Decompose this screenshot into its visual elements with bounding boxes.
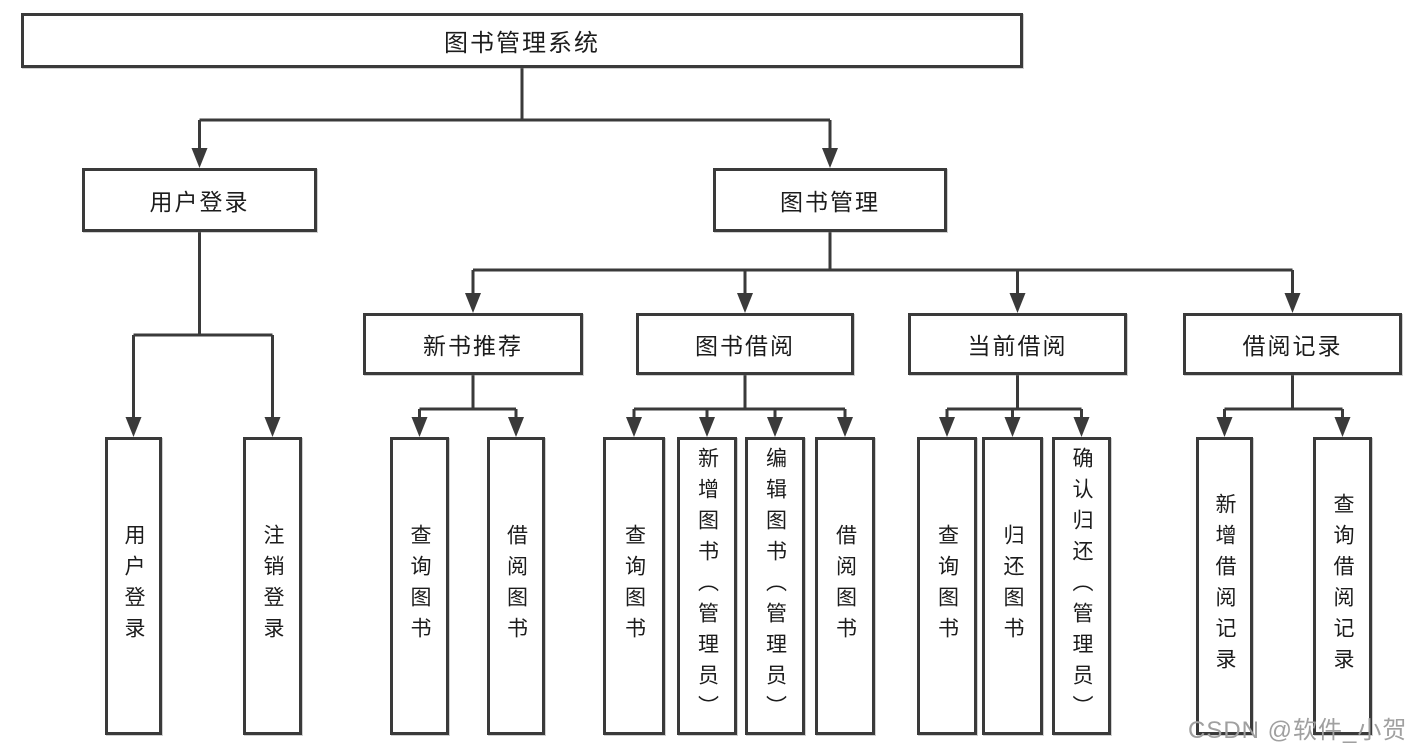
node-label: 确认归还（管理员）	[1070, 446, 1093, 726]
leaf-query-books-current: 查询图书	[917, 437, 977, 735]
node-label: 借阅图书	[504, 524, 528, 648]
node-label: 查询图书	[935, 524, 959, 648]
node-label: 归还图书	[1001, 524, 1024, 648]
node-label: 新增图书（管理员）	[695, 446, 719, 726]
leaf-query-borrow-record: 查询借阅记录	[1313, 437, 1372, 735]
node-label: 查询图书	[408, 524, 431, 648]
node-book-management: 图书管理	[713, 168, 947, 232]
node-borrowing-records: 借阅记录	[1183, 313, 1402, 375]
leaf-confirm-return-admin: 确认归还（管理员）	[1052, 437, 1111, 735]
leaf-logout: 注销登录	[243, 437, 302, 735]
node-label: 图书管理	[780, 189, 880, 215]
node-label: 当前借阅	[967, 333, 1068, 359]
node-label: 图书管理系统	[444, 30, 600, 57]
leaf-edit-books-admin: 编辑图书（管理员）	[745, 437, 805, 735]
leaf-add-borrow-record: 新增借阅记录	[1196, 437, 1253, 735]
leaf-borrow-books-recommend: 借阅图书	[487, 437, 545, 735]
node-label: 注销登录	[261, 524, 284, 648]
node-label: 图书借阅	[695, 333, 795, 359]
leaf-user-login: 用户登录	[105, 437, 162, 735]
node-label: 查询借阅记录	[1331, 493, 1354, 679]
node-new-book-recommendation: 新书推荐	[363, 313, 583, 375]
node-label: 用户登录	[122, 524, 145, 648]
leaf-query-books-recommend: 查询图书	[390, 437, 449, 735]
node-label: 查询图书	[622, 524, 646, 648]
node-label: 新书推荐	[423, 333, 523, 359]
leaf-add-books-admin: 新增图书（管理员）	[677, 437, 737, 735]
node-label: 新增借阅记录	[1213, 493, 1236, 679]
csdn-watermark: CSDN @软件_小贺同学	[1188, 717, 1405, 744]
node-library-management-system: 图书管理系统	[21, 13, 1023, 68]
node-label: 用户登录	[149, 189, 250, 215]
leaf-query-books-borrow: 查询图书	[603, 437, 665, 735]
node-label: 编辑图书（管理员）	[763, 446, 787, 726]
node-current-borrowing: 当前借阅	[908, 313, 1127, 375]
leaf-borrow-books: 借阅图书	[815, 437, 875, 735]
arrowheads	[125, 148, 1351, 437]
node-user-login: 用户登录	[82, 168, 317, 232]
node-label: 借阅记录	[1242, 333, 1343, 359]
node-book-borrowing: 图书借阅	[636, 313, 854, 375]
leaf-return-books: 归还图书	[982, 437, 1043, 735]
node-label: 借阅图书	[833, 524, 857, 648]
